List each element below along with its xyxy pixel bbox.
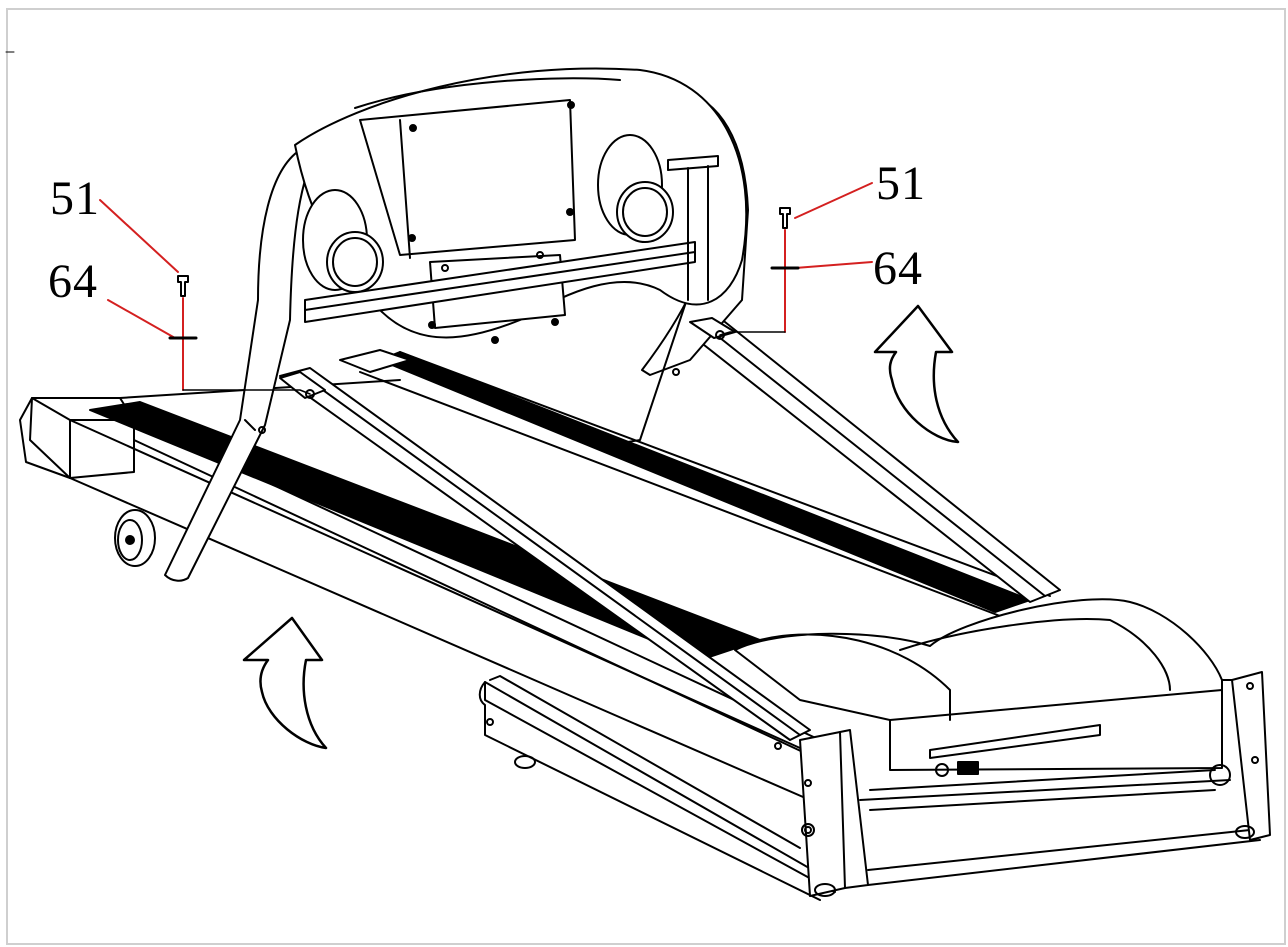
callout-51-right: 51 xyxy=(876,157,926,210)
curved-up-arrow-icon-right xyxy=(873,304,960,444)
callout-64-right: 64 xyxy=(873,242,923,295)
curved-up-arrow-icon xyxy=(242,616,328,750)
assembly-guide-lines xyxy=(182,331,786,395)
bolt-icon-right xyxy=(779,207,791,229)
console-assembly xyxy=(294,67,748,344)
bolt-icon xyxy=(177,275,189,297)
treadmill-deck xyxy=(19,351,1271,901)
callout-51-left: 51 xyxy=(50,172,100,225)
callout-64-left: 64 xyxy=(48,255,98,308)
callout-leaders xyxy=(99,182,873,391)
